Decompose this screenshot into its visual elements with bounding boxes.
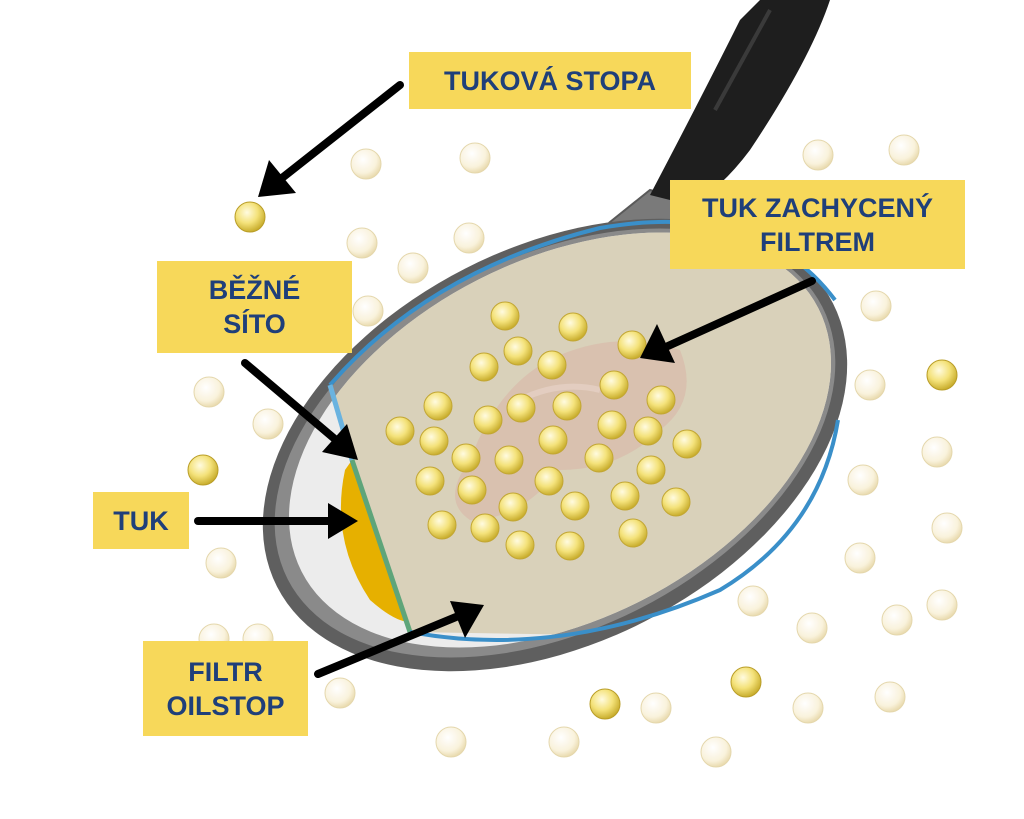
captured-droplets	[385, 301, 702, 561]
arrow-fat	[194, 503, 358, 539]
arrows	[194, 81, 816, 678]
label-fat: TUK	[93, 492, 189, 549]
fat-trace-droplets	[187, 201, 958, 720]
label-common-sieve-line1: BĚŽNÉ	[208, 275, 301, 305]
label-fat-trace-text: TUKOVÁ STOPA	[443, 65, 657, 96]
label-fat-text: TUK	[113, 505, 169, 536]
background-droplets	[193, 134, 963, 768]
label-fat-captured-line1: TUK ZACHYCENÝ	[701, 192, 933, 223]
label-fat-trace: TUKOVÁ STOPA	[409, 52, 691, 109]
label-oilstop-line1: FILTR	[188, 656, 263, 687]
label-oilstop-line2: OILSTOP	[166, 690, 285, 721]
arrow-common-sieve	[241, 359, 358, 460]
label-fat-captured-by-filter: TUK ZACHYCENÝ FILTREM	[670, 180, 965, 269]
label-common-sieve-line2: SÍTO	[223, 309, 286, 339]
arrow-fat-trace	[258, 81, 404, 197]
label-oilstop-filter: FILTR OILSTOP	[143, 641, 308, 736]
arrow-captured-fat	[640, 277, 816, 363]
arrow-oilstop-filter	[314, 601, 484, 678]
filter-seam-lower	[349, 459, 413, 633]
label-common-sieve: BĚŽNÉ SÍTO	[157, 261, 352, 353]
filter-edge-bottom	[409, 419, 840, 642]
label-fat-captured-line2: FILTREM	[760, 226, 875, 257]
